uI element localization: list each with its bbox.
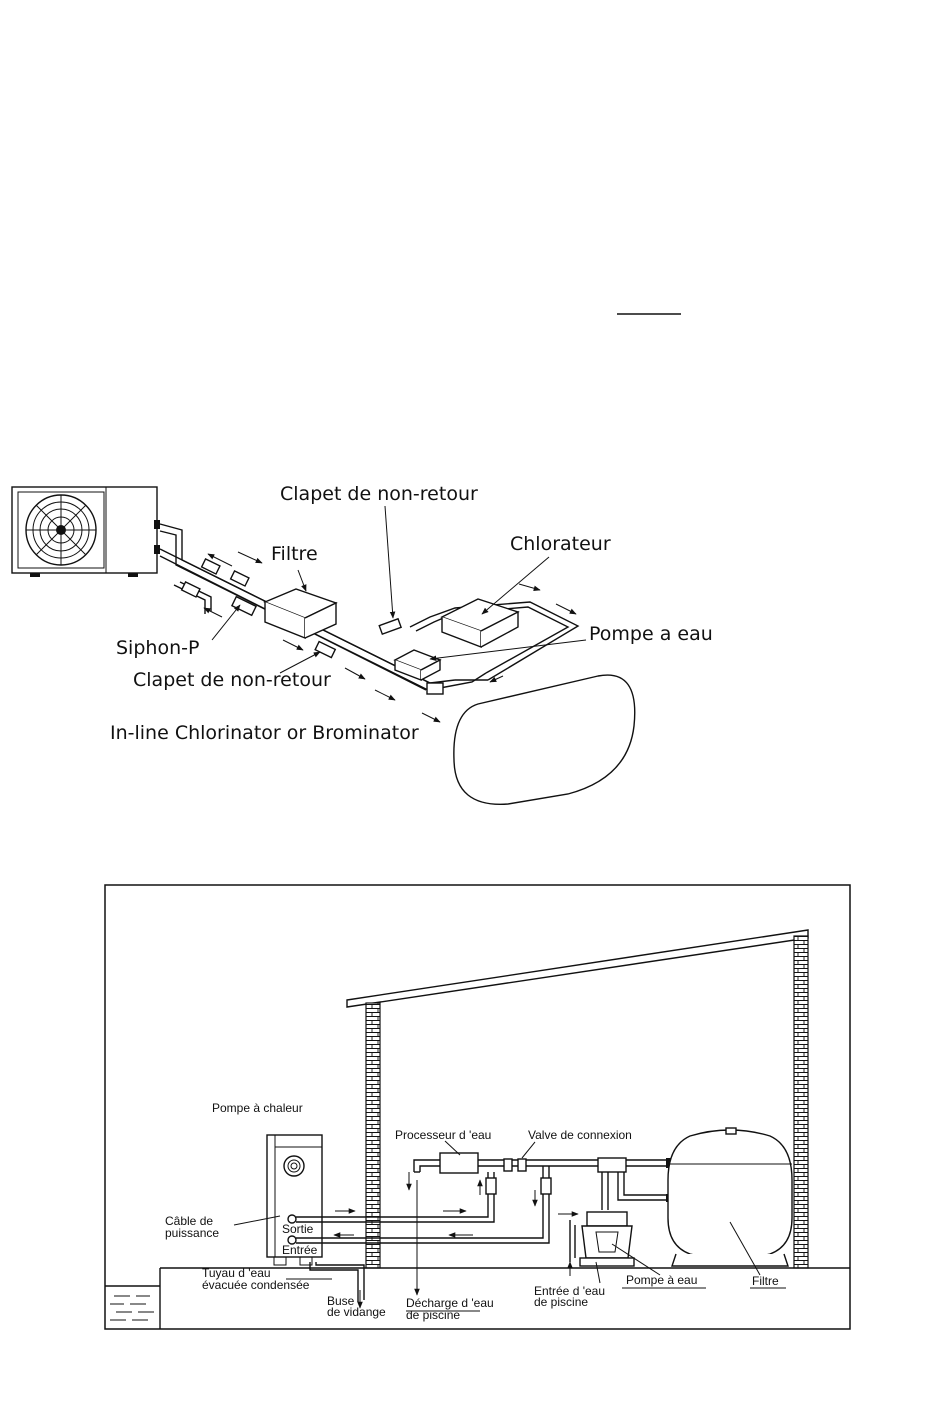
fan-icon-2 — [283, 1155, 305, 1177]
brick-wall-left — [365, 1002, 381, 1269]
filter-box-1 — [263, 588, 338, 640]
label-inline-chlorinator: In-line Chlorinator or Brominator — [110, 722, 419, 744]
ground — [159, 1267, 850, 1329]
diagram-2: Pompe à chaleur Processeur d 'eau Valve … — [104, 884, 851, 1330]
outlet-port — [287, 1214, 297, 1224]
label-clapet-top: Clapet de non-retour — [280, 483, 478, 505]
pump-box-1 — [393, 649, 442, 682]
water-pump-2 — [579, 1211, 635, 1267]
pipe-fittings-1 — [180, 557, 444, 695]
flow-arrows-2 — [333, 1172, 579, 1276]
label-tuyau-1: Tuyau d 'eau — [202, 1266, 271, 1280]
label-cable-1: Câble de — [165, 1214, 213, 1228]
valve-d — [540, 1177, 552, 1195]
heat-pump-unit-1 — [11, 486, 160, 577]
inlet-port — [287, 1235, 297, 1245]
chlorinator-box-1 — [440, 598, 520, 649]
valve-b — [517, 1158, 527, 1172]
label-clapet-bottom: Clapet de non-retour — [133, 669, 331, 691]
label-decharge-2: de piscine — [406, 1308, 460, 1322]
label-processeur: Processeur d 'eau — [395, 1128, 491, 1142]
filter-tank-2 — [667, 1127, 793, 1267]
label-pompe-1: Pompe a eau — [589, 623, 713, 645]
flow-arrows-1 — [203, 551, 577, 723]
pool-shape-1 — [453, 674, 636, 805]
label-entree: Entrée — [282, 1243, 318, 1257]
water-processor-box — [439, 1152, 479, 1174]
leader-lines-1 — [211, 505, 587, 674]
pool-water-2 — [105, 1285, 160, 1321]
label-siphon: Siphon-P — [116, 637, 199, 659]
label-sortie: Sortie — [282, 1222, 314, 1236]
label-filtre-1: Filtre — [271, 543, 318, 565]
label-valve: Valve de connexion — [528, 1128, 632, 1142]
label-tuyau-2: évacuée condensée — [202, 1278, 310, 1292]
label-entree-piscine-1: Entrée d 'eau — [534, 1284, 605, 1298]
label-pompe-eau-2: Pompe à eau — [626, 1273, 697, 1287]
label-pompe-chaleur: Pompe à chaleur — [212, 1101, 303, 1115]
valve-a — [503, 1158, 513, 1172]
label-buse-1: Buse — [327, 1294, 355, 1308]
heat-pump-unit-2 — [266, 1134, 323, 1266]
brick-wall-right — [793, 935, 809, 1269]
diagram-1: Clapet de non-retour Filtre Chlorateur P… — [11, 483, 713, 805]
drain-pipe — [309, 1262, 359, 1302]
label-decharge-1: Décharge d 'eau — [406, 1296, 494, 1310]
label-filtre-2: Filtre — [752, 1274, 779, 1288]
label-buse-2: de vidange — [327, 1305, 386, 1319]
valve-e — [597, 1157, 627, 1173]
valve-c — [485, 1177, 497, 1195]
leader-lines-2 — [233, 1140, 786, 1312]
label-cable-2: puissance — [165, 1226, 219, 1240]
label-chlorateur: Chlorateur — [510, 533, 611, 555]
label-entree-piscine-2: de piscine — [534, 1295, 588, 1309]
fan-icon — [25, 494, 97, 566]
